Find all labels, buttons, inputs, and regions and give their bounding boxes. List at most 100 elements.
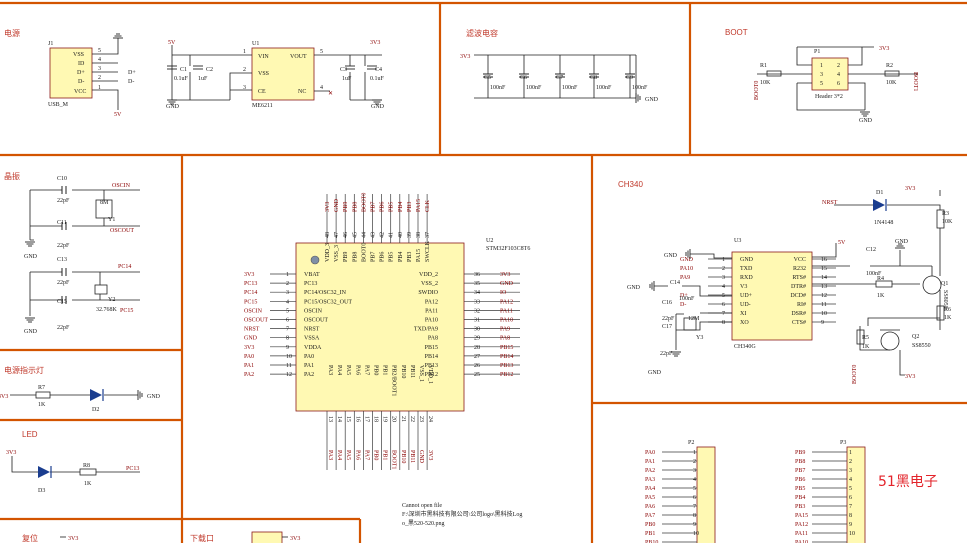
mcu-top-pin-num: 46	[343, 232, 349, 238]
boot-pin: 1	[820, 63, 823, 69]
ch340-left-pin-num: 1	[722, 257, 725, 263]
filter-cap-val: 100nF	[632, 85, 648, 91]
r5-ref: R5	[862, 335, 869, 341]
usb-pin-num: 4	[98, 57, 101, 63]
mcu-bottom-net: PA6	[354, 450, 360, 460]
mcu-left-net: OSCOUT	[244, 318, 268, 324]
p3-pin-num: 9	[849, 522, 852, 528]
missing-image-line1: Cannot open file	[402, 502, 442, 509]
usb-pin-name: VSS	[73, 52, 84, 58]
ch340-right-pin-num: 13	[821, 284, 827, 290]
mcu-bottom-net: PB1	[382, 450, 388, 460]
mcu-right-pin-name: PA11	[425, 308, 438, 314]
mcu-right-pin-num: 32	[474, 308, 480, 314]
y2-ref: Y2	[108, 297, 115, 303]
section-title-led: LED	[22, 430, 38, 439]
mcu-left-pin-name: VDDA	[304, 345, 322, 351]
mcu-right-net: PA12	[500, 299, 513, 305]
mcu-left-pin-name: PA1	[304, 363, 314, 369]
mcu-top-pin-name: PB5	[389, 252, 395, 262]
mcu-top-pin-num: 41	[389, 232, 395, 238]
cap-ref: C1	[180, 67, 187, 73]
mcu-bottom-net: PA3	[327, 450, 333, 460]
net-3v3-label: 3V3	[6, 450, 16, 456]
mcu-top-pin-name: PB9	[343, 252, 349, 262]
mcu-top-net: PB3	[407, 202, 413, 212]
mcu-right-net: PA11	[500, 308, 513, 314]
p2-pin-num: 6	[693, 495, 696, 501]
mcu-right-pin-num: 25	[474, 372, 480, 378]
boot0-label: BOOT0	[852, 365, 858, 384]
p3-net: PA15	[795, 513, 808, 519]
mcu-bottom-pin-name: PB11	[409, 365, 415, 378]
mcu-bottom-pin-num: 19	[382, 416, 388, 422]
ch340-u3: U3 CH340G	[731, 238, 813, 350]
section-title-reset: 复位	[22, 533, 38, 543]
ch340-right-pin-name: RI#	[797, 302, 806, 308]
mcu-bottom-pin-num: 17	[363, 416, 369, 422]
mcu-bottom-pin-name: VSS_1	[418, 365, 424, 382]
boot-pin: 3	[820, 72, 823, 78]
r3-val: 10K	[942, 219, 953, 225]
mcu-left-pin-name: VBAT	[304, 272, 320, 278]
mcu-bottom-pin-num: 16	[354, 416, 360, 422]
mcu-top-pin-num: 37	[425, 232, 431, 238]
mcu-top-net: GND	[334, 198, 340, 212]
mcu-top-pin-name: PB4	[398, 252, 404, 262]
mcu-left-pin-num: 6	[286, 318, 289, 324]
mcu-left-pin-num: 12	[286, 372, 292, 378]
filter-cap-ref: C5	[484, 75, 491, 81]
mcu-left-net: PC15	[244, 299, 257, 305]
p3-net: PB8	[795, 459, 805, 465]
net-gnd-label: GND	[859, 118, 873, 124]
usb-pin-name: VCC	[74, 89, 86, 95]
u1-pin-num: 1	[243, 49, 246, 55]
net-gnd-label: GND	[648, 370, 662, 376]
mcu-right-net: PB13	[500, 363, 513, 369]
mcu-top-net: PB7	[371, 202, 377, 212]
mcu-left-net: PA1	[244, 363, 254, 369]
mcu-right-pin-name: PB12	[425, 372, 438, 378]
p3-pin-num: 3	[849, 468, 852, 474]
mcu-top-net: CLK	[425, 199, 431, 212]
usb-name: USB_M	[48, 102, 69, 108]
cap-ref: C4	[375, 67, 382, 73]
mcu-left-net: PC13	[244, 281, 257, 287]
c11-ref: C11	[57, 220, 67, 226]
ch340-right-pin-num: 12	[821, 293, 827, 299]
p2-net: PA7	[645, 513, 655, 519]
ch340-left-pin-num: 6	[722, 302, 725, 308]
mcu-bottom-pin-name: PA5	[345, 365, 351, 375]
ch340-right-pin-num: 14	[821, 275, 827, 281]
net-5v-label: 5V	[114, 112, 122, 118]
mcu-right-pin-name: VSS_2	[421, 281, 438, 287]
u1-ref: U1	[252, 41, 259, 47]
mcu-bottom-net: PB11	[409, 450, 415, 463]
ch340-left-net: GND	[680, 257, 694, 263]
mcu-left-net: PC14	[244, 290, 257, 296]
mcu-right-net: PB12	[500, 372, 513, 378]
d1-val: 1N4148	[874, 220, 893, 226]
mcu-left-net: PA2	[244, 372, 254, 378]
ch340-right-pin-num: 16	[821, 257, 827, 263]
mcu-bottom-pin-name: PB10	[400, 365, 406, 378]
u1-pin-num: 4	[320, 85, 323, 91]
usb-pin-num: 1	[98, 85, 101, 91]
mcu-bottom-pin-num: 15	[345, 416, 351, 422]
p2-pin-num: 9	[693, 522, 696, 528]
mcu-right-net: PB15	[500, 345, 513, 351]
mcu-right-pin-name: PB13	[425, 363, 438, 369]
p3-ref: P3	[840, 440, 846, 446]
mcu-right-pin-num: 31	[474, 318, 480, 324]
mcu-bottom-net: 3V3	[427, 450, 433, 460]
download-stub: 3V3	[251, 531, 300, 543]
y3-ref: Y3	[696, 335, 703, 341]
net-gnd-label: GND	[371, 104, 385, 110]
ch340-right-pin-name: CTS#	[792, 320, 806, 326]
mcu-left-pin-name: OSCOUT	[304, 318, 328, 324]
p3-net: PA11	[795, 531, 808, 537]
c12-ref: C12	[866, 247, 876, 253]
boot-pin: 5	[820, 81, 823, 87]
r5-val: 1K	[862, 344, 870, 350]
mcu-right-net: PA8	[500, 336, 510, 342]
